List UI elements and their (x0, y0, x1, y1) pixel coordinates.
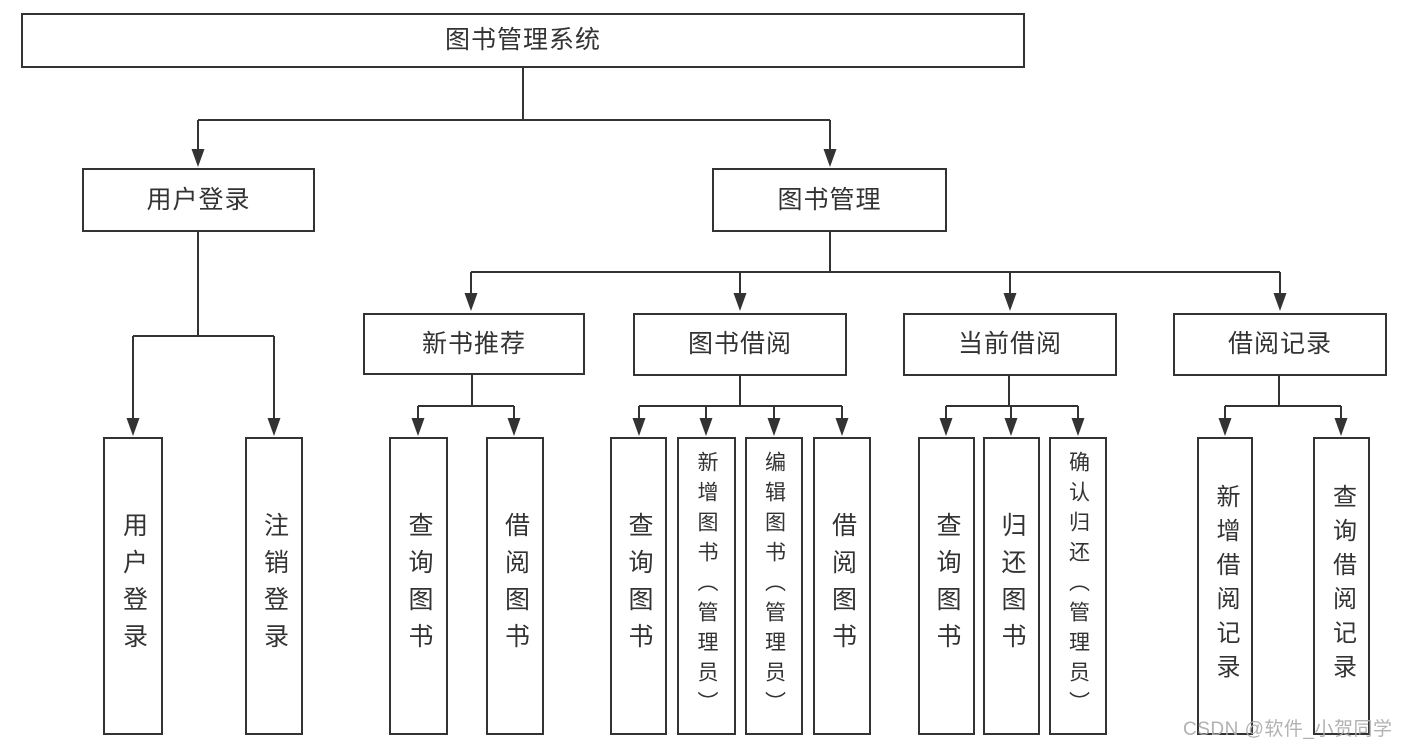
leaf-query-books-borrow: 查询图书 (610, 437, 667, 735)
node-borrow-records: 借阅记录 (1173, 313, 1387, 376)
node-borrow-records-label: 借阅记录 (1227, 330, 1332, 358)
leaf-borrow-books-recommend-label: 借阅图书 (501, 512, 530, 660)
leaf-query-books-current-label: 查询图书 (933, 512, 961, 660)
node-current-borrow-label: 当前借阅 (957, 330, 1062, 358)
connector-root (197, 68, 831, 155)
leaf-query-books-recommend-label: 查询图书 (405, 512, 433, 660)
leaf-query-borrow-record: 查询借阅记录 (1313, 437, 1370, 735)
connector-new-book (417, 375, 515, 424)
connector-current-borrow (945, 375, 1079, 424)
node-book-management-label: 图书管理 (777, 185, 882, 214)
leaf-borrow-books-label: 借阅图书 (828, 512, 857, 660)
node-book-borrow: 图书借阅 (633, 313, 847, 376)
node-new-book-recommend: 新书推荐 (363, 313, 585, 375)
leaf-add-book-admin-label: 新增图书（管理员） (695, 451, 718, 721)
leaf-user-login-label: 用户登录 (119, 512, 148, 660)
node-book-borrow-label: 图书借阅 (687, 330, 792, 358)
leaf-logout: 注销登录 (245, 437, 303, 735)
node-user-login: 用户登录 (82, 168, 315, 232)
leaf-return-book-label: 归还图书 (998, 512, 1026, 660)
leaf-borrow-books-recommend: 借阅图书 (486, 437, 544, 735)
leaf-return-book: 归还图书 (983, 437, 1040, 735)
connector-borrow-records (1224, 375, 1342, 424)
leaf-logout-label: 注销登录 (260, 512, 289, 660)
csdn-watermark: CSDN @软件_小贺同学 (1183, 719, 1393, 740)
connector-book-borrow (638, 375, 843, 424)
node-user-login-label: 用户登录 (146, 185, 251, 214)
node-current-borrow: 当前借阅 (903, 313, 1117, 376)
arrowheads (126, 149, 1348, 436)
node-root-system-label: 图书管理系统 (444, 26, 601, 54)
leaf-confirm-return-admin: 确认归还（管理员） (1049, 437, 1107, 735)
connector-book-management (470, 232, 1281, 299)
leaf-borrow-books: 借阅图书 (813, 437, 871, 735)
connector-user-login (132, 232, 275, 424)
leaf-query-books-recommend: 查询图书 (389, 437, 448, 735)
leaf-add-borrow-record-label: 新增借阅记录 (1212, 484, 1239, 688)
node-new-book-recommend-label: 新书推荐 (421, 329, 526, 358)
leaf-edit-book-admin-label: 编辑图书（管理员） (762, 451, 786, 721)
node-book-management: 图书管理 (712, 168, 947, 232)
leaf-edit-book-admin: 编辑图书（管理员） (745, 437, 803, 735)
leaf-add-borrow-record: 新增借阅记录 (1197, 437, 1253, 735)
leaf-confirm-return-admin-label: 确认归还（管理员） (1066, 451, 1090, 721)
leaf-query-books-current: 查询图书 (918, 437, 975, 735)
leaf-query-books-borrow-label: 查询图书 (625, 512, 653, 660)
leaf-user-login: 用户登录 (103, 437, 163, 735)
leaf-query-borrow-record-label: 查询借阅记录 (1328, 484, 1356, 688)
leaf-add-book-admin: 新增图书（管理员） (677, 437, 736, 735)
node-root-system: 图书管理系统 (21, 13, 1025, 68)
